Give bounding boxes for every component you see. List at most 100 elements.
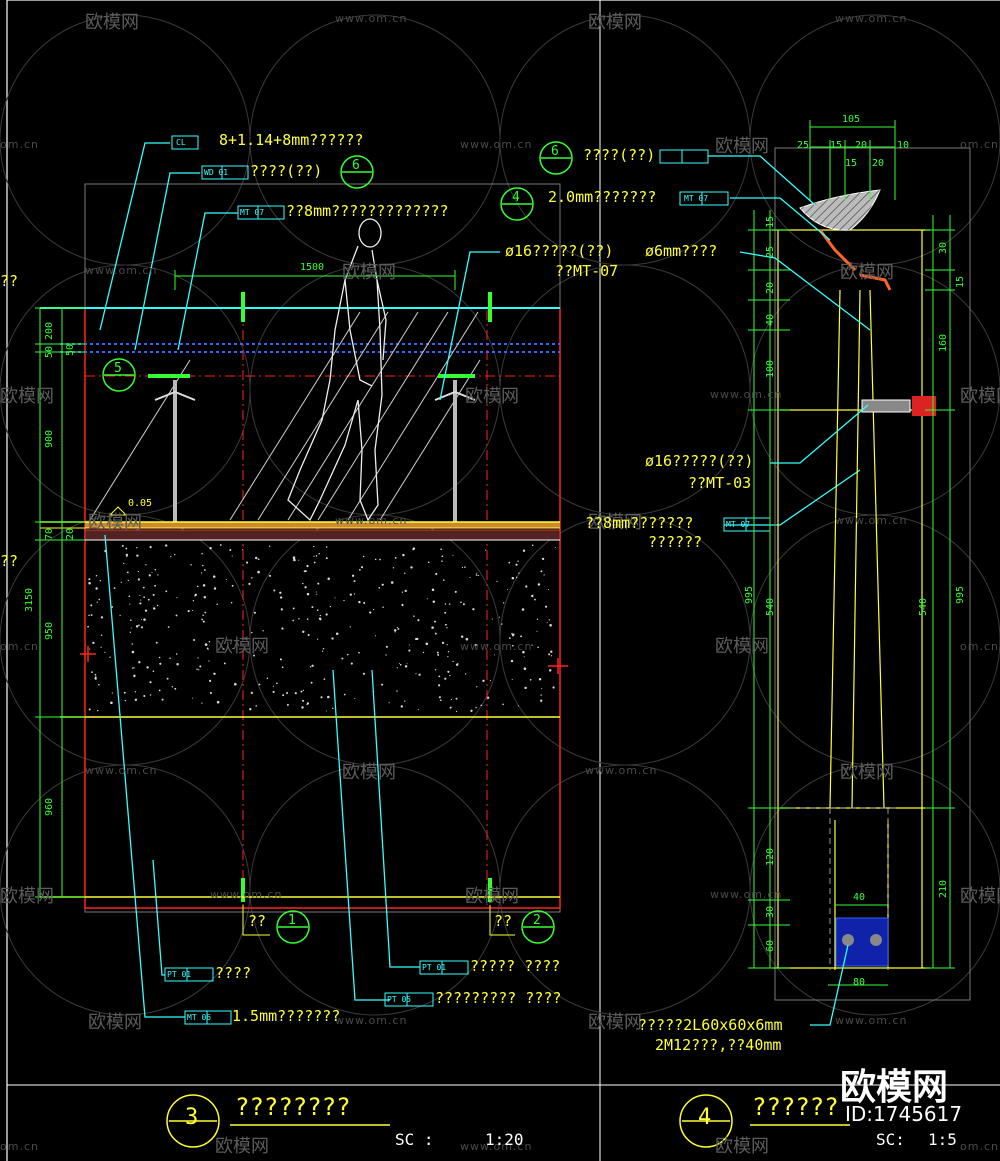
concrete-speckle — [129, 631, 131, 633]
concrete-speckle — [272, 690, 275, 693]
concrete-speckle — [502, 703, 504, 706]
concrete-speckle — [110, 701, 113, 705]
concrete-speckle — [94, 673, 97, 676]
concrete-speckle — [385, 654, 387, 656]
callout-text: ??8mm????????????? — [286, 202, 449, 220]
concrete-speckle — [431, 588, 435, 592]
concrete-speckle — [325, 546, 328, 548]
concrete-speckle — [438, 675, 441, 678]
watermark-site: www.om.cn — [335, 1014, 408, 1027]
concrete-speckle — [396, 690, 398, 692]
dimension: 50 — [44, 345, 55, 358]
scale-value: 1:5 — [928, 1130, 957, 1149]
concrete-speckle — [197, 585, 199, 588]
concrete-speckle — [192, 600, 195, 602]
concrete-speckle — [140, 599, 142, 601]
callout-text: ø6mm???? — [645, 242, 718, 260]
concrete-speckle — [281, 627, 284, 630]
concrete-speckle — [378, 586, 381, 589]
concrete-speckle — [306, 592, 310, 596]
concrete-speckle — [209, 679, 212, 682]
concrete-speckle — [292, 556, 296, 559]
concrete-speckle — [94, 677, 97, 680]
concrete-speckle — [491, 618, 493, 620]
dimension: 995 — [955, 585, 966, 604]
dimension: 105 — [842, 114, 861, 125]
concrete-speckle — [485, 549, 487, 551]
concrete-speckle — [154, 584, 157, 587]
concrete-speckle — [104, 651, 106, 653]
concrete-speckle — [202, 564, 204, 567]
watermark-brand: 欧模网 — [465, 886, 519, 907]
concrete-speckle — [146, 666, 149, 669]
dimension: 15 — [765, 215, 776, 228]
concrete-speckle — [244, 637, 247, 640]
concrete-speckle — [399, 662, 401, 664]
dimension: 160 — [938, 333, 949, 352]
concrete-speckle — [404, 589, 407, 593]
section-mark-number: 6 — [551, 144, 559, 159]
dimension: 20 — [765, 281, 776, 294]
concrete-speckle — [279, 596, 283, 599]
concrete-speckle — [494, 654, 496, 656]
concrete-speckle — [151, 572, 153, 574]
concrete-speckle — [515, 563, 518, 566]
concrete-speckle — [331, 637, 334, 640]
callout-tag: PT 01 — [422, 963, 447, 972]
section-mark-number: 5 — [114, 361, 122, 376]
concrete-speckle — [354, 697, 356, 700]
watermark-site: om.cn — [0, 1140, 39, 1153]
concrete-speckle — [469, 577, 471, 579]
concrete-speckle — [480, 704, 483, 707]
concrete-speckle — [307, 633, 310, 637]
concrete-speckle — [89, 648, 91, 650]
callout-text: ???? — [215, 964, 252, 982]
concrete-speckle — [279, 658, 282, 661]
dimension: 30 — [938, 241, 949, 254]
concrete-speckle — [487, 696, 490, 699]
dimension: 900 — [44, 429, 55, 448]
watermark-site: www.om.cn — [85, 764, 158, 777]
section-mark-number: 1 — [288, 913, 296, 928]
concrete-speckle — [335, 632, 339, 635]
concrete-speckle — [327, 695, 330, 699]
callout-tag: MT 07 — [240, 208, 265, 217]
concrete-speckle — [209, 547, 212, 550]
concrete-speckle — [455, 710, 458, 713]
concrete-speckle — [170, 556, 172, 558]
detail-number: 4 — [698, 1105, 712, 1130]
concrete-speckle — [454, 590, 457, 593]
concrete-speckle — [281, 666, 284, 669]
concrete-speckle — [125, 553, 129, 557]
concrete-speckle — [464, 566, 466, 568]
concrete-speckle — [194, 594, 196, 597]
watermark-brand: 欧模网 — [215, 636, 269, 657]
concrete-speckle — [246, 561, 249, 564]
concrete-speckle — [318, 552, 320, 555]
watermark-brand: 欧模网 — [960, 886, 1000, 907]
concrete-speckle — [300, 690, 303, 693]
concrete-speckle — [341, 657, 344, 660]
concrete-speckle — [524, 686, 527, 690]
callout-text: ????????? ???? — [435, 989, 562, 1007]
concrete-speckle — [152, 593, 155, 596]
concrete-speckle — [334, 597, 336, 599]
concrete-speckle — [158, 689, 161, 692]
concrete-speckle — [100, 646, 102, 648]
detail-title: ???????? — [235, 1093, 351, 1121]
concrete-speckle — [306, 618, 309, 620]
concrete-speckle — [119, 614, 121, 616]
concrete-speckle — [315, 555, 318, 557]
concrete-speckle — [496, 580, 498, 583]
concrete-speckle — [158, 656, 161, 659]
concrete-speckle — [426, 598, 428, 600]
concrete-speckle — [531, 644, 533, 646]
concrete-speckle — [148, 574, 151, 577]
concrete-speckle — [316, 638, 319, 640]
concrete-speckle — [298, 618, 300, 620]
concrete-speckle — [313, 561, 316, 564]
concrete-speckle — [306, 703, 308, 706]
dimension: 995 — [744, 585, 755, 604]
concrete-speckle — [322, 648, 325, 650]
concrete-speckle — [446, 644, 448, 646]
